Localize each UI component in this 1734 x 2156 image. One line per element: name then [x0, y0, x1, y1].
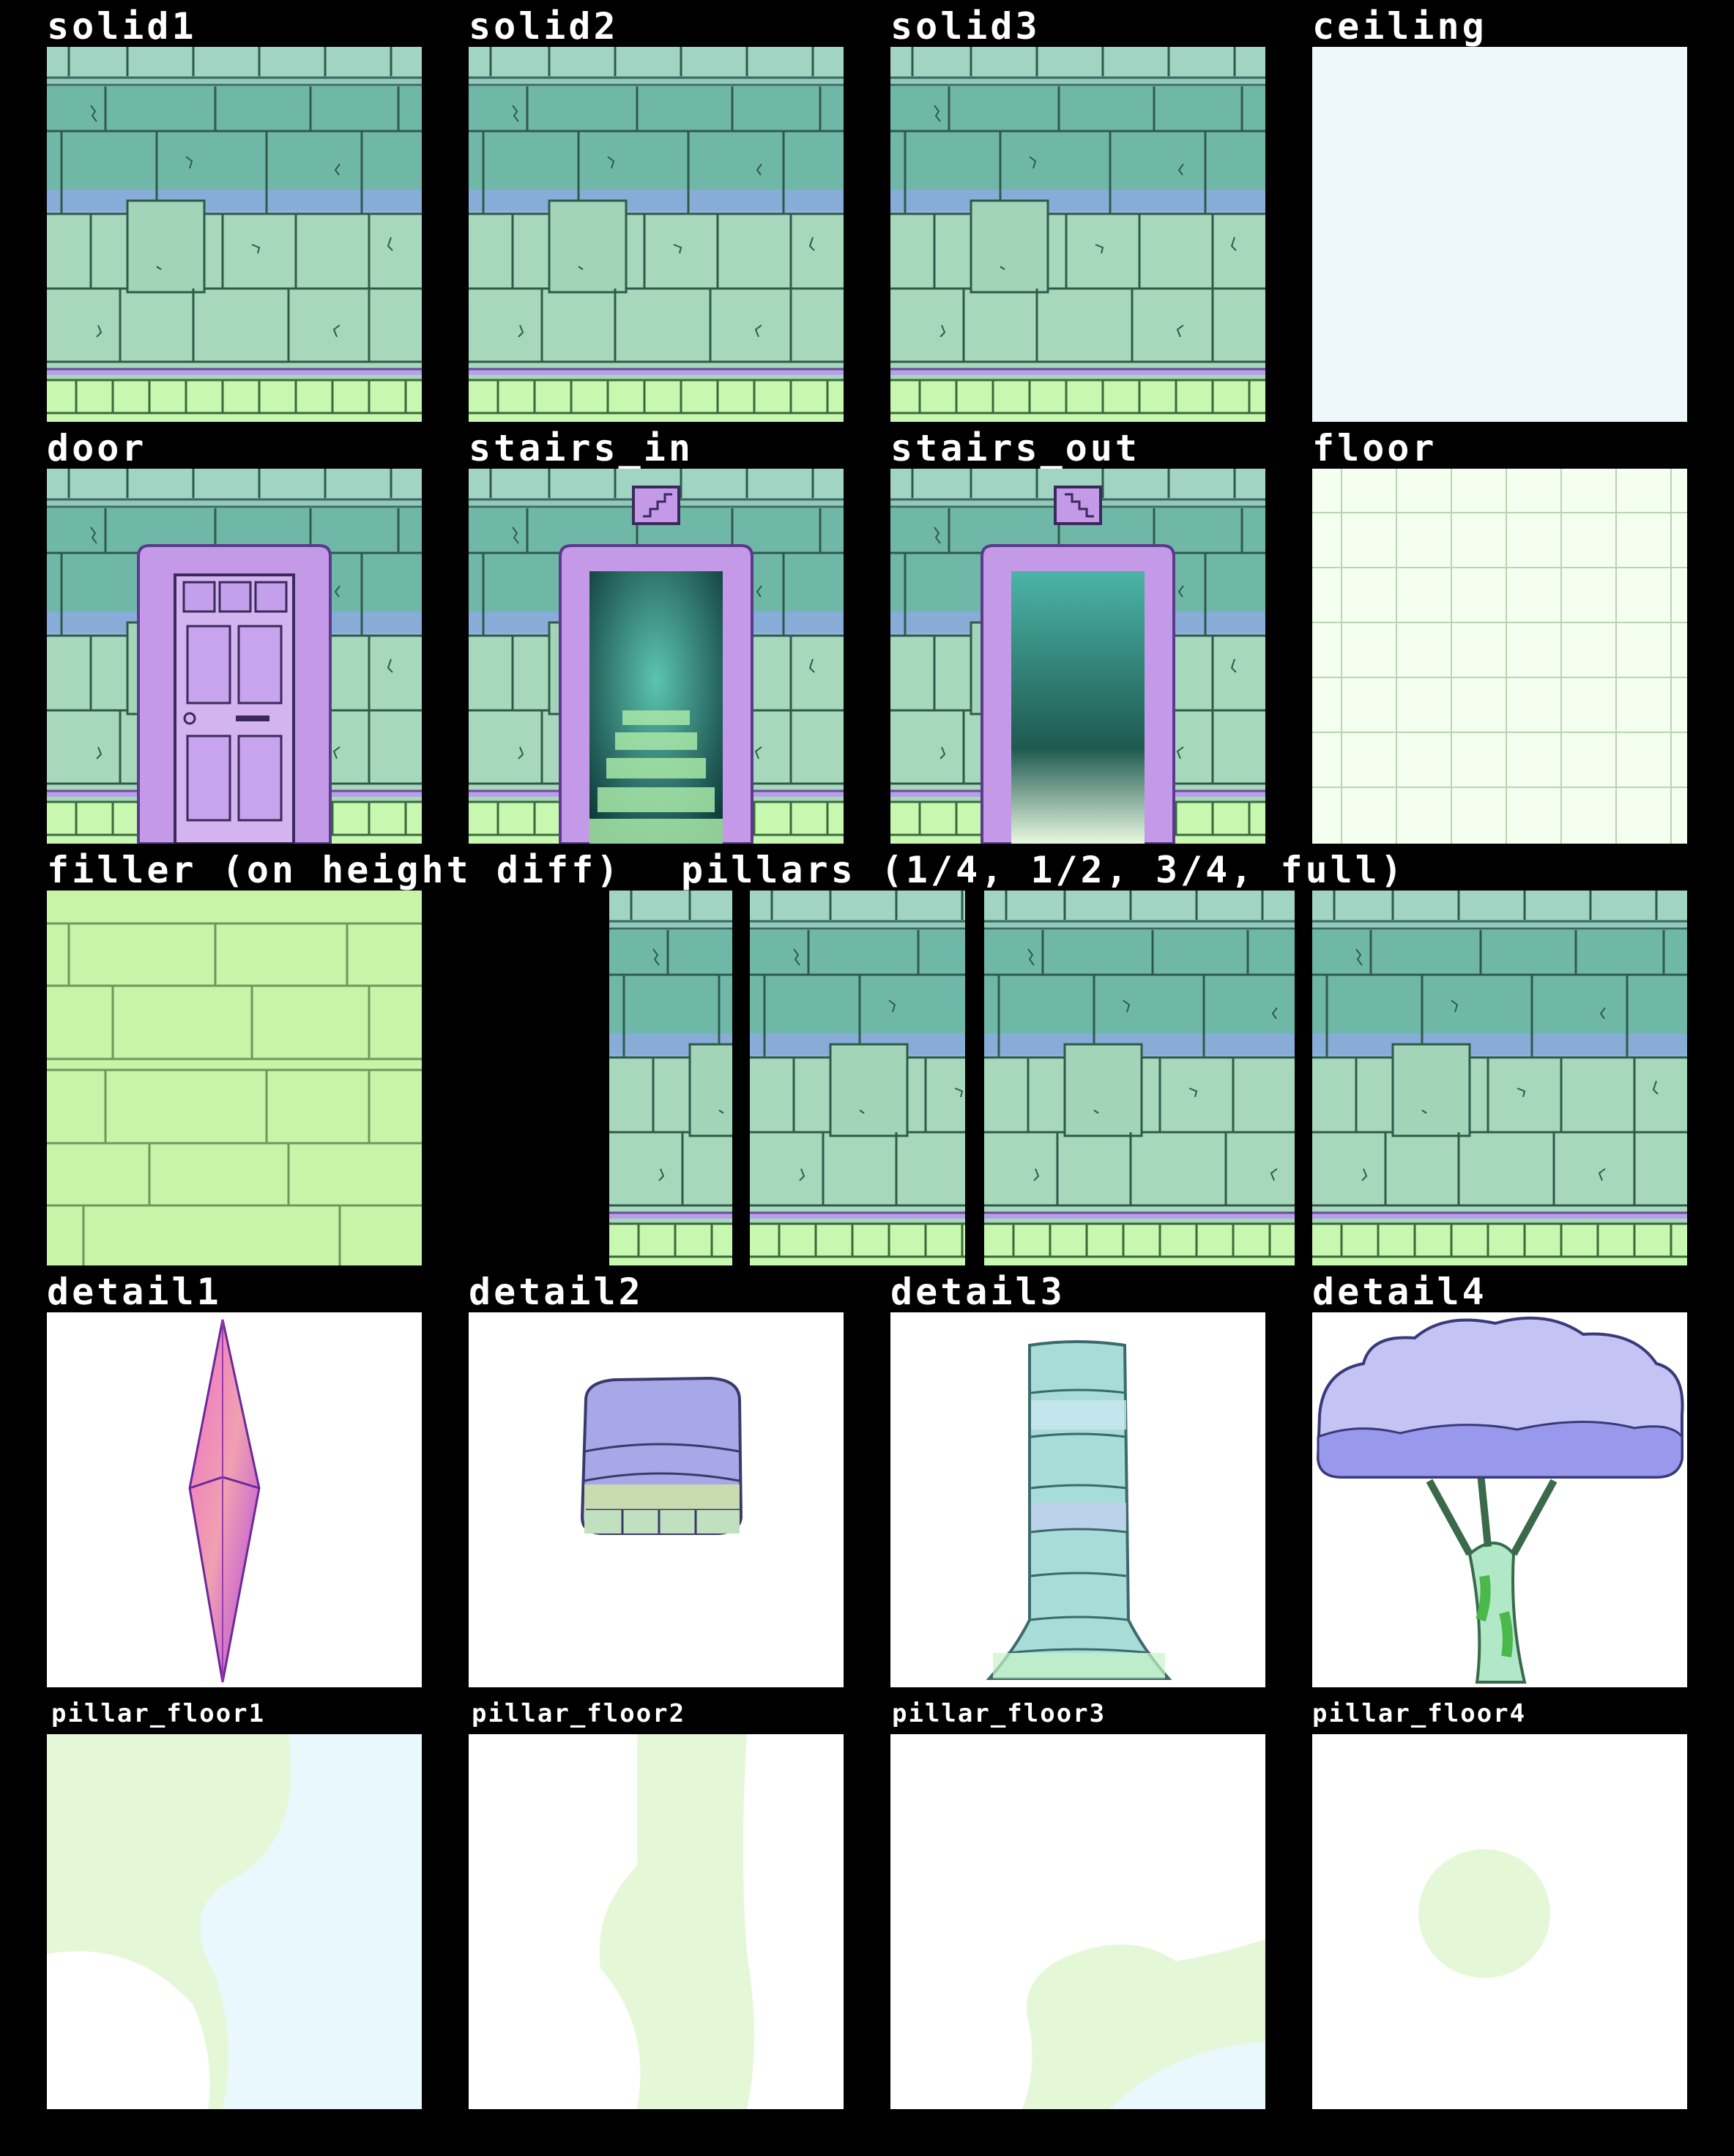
detail4-tree-tile — [1312, 1312, 1687, 1687]
pillar-floor2-tile — [469, 1734, 844, 2109]
pillar-full-tile — [1312, 891, 1687, 1265]
label-solid3: solid3 — [890, 5, 1041, 48]
detail2-stump-tile — [469, 1312, 844, 1687]
label-door: door — [47, 427, 147, 469]
ceiling-tile — [1312, 47, 1687, 422]
label-detail1: detail1 — [47, 1271, 222, 1313]
label-filler: filler (on height diff) — [47, 849, 622, 891]
label-detail4: detail4 — [1312, 1271, 1487, 1313]
label-pillar-floor4: pillar_floor4 — [1312, 1699, 1527, 1728]
pillar-floor1-tile — [47, 1734, 422, 2109]
door-tile — [47, 469, 422, 844]
label-pillar-floor1: pillar_floor1 — [51, 1699, 266, 1728]
label-detail3: detail3 — [890, 1271, 1065, 1313]
solid3-tile — [890, 47, 1265, 422]
stairs-out-tile — [890, 469, 1265, 844]
label-pillars: pillars (1/4, 1/2, 3/4, full) — [681, 849, 1405, 891]
solid2-tile — [469, 47, 844, 422]
detail1-crystal-tile — [47, 1312, 422, 1687]
label-stairs-in: stairs_in — [469, 427, 693, 469]
label-pillar-floor3: pillar_floor3 — [892, 1699, 1106, 1728]
pillar-floor3-tile — [890, 1734, 1265, 2109]
pillar-half-tile — [750, 891, 965, 1265]
label-solid1: solid1 — [47, 5, 197, 48]
solid1-tile — [47, 47, 422, 422]
floor-tile — [1312, 469, 1687, 844]
label-pillar-floor2: pillar_floor2 — [472, 1699, 686, 1728]
filler-tile — [47, 891, 422, 1265]
label-detail2: detail2 — [469, 1271, 644, 1313]
detail3-column-tile — [890, 1312, 1265, 1687]
pillar-three-quarter-tile — [984, 891, 1295, 1265]
label-stairs-out: stairs_out — [890, 427, 1141, 469]
label-ceiling: ceiling — [1312, 5, 1487, 48]
label-solid2: solid2 — [469, 5, 619, 48]
stairs-in-tile — [469, 469, 844, 844]
pillar-floor4-tile — [1312, 1734, 1687, 2109]
pillar-quarter-tile — [609, 891, 732, 1265]
label-floor: floor — [1312, 427, 1437, 469]
